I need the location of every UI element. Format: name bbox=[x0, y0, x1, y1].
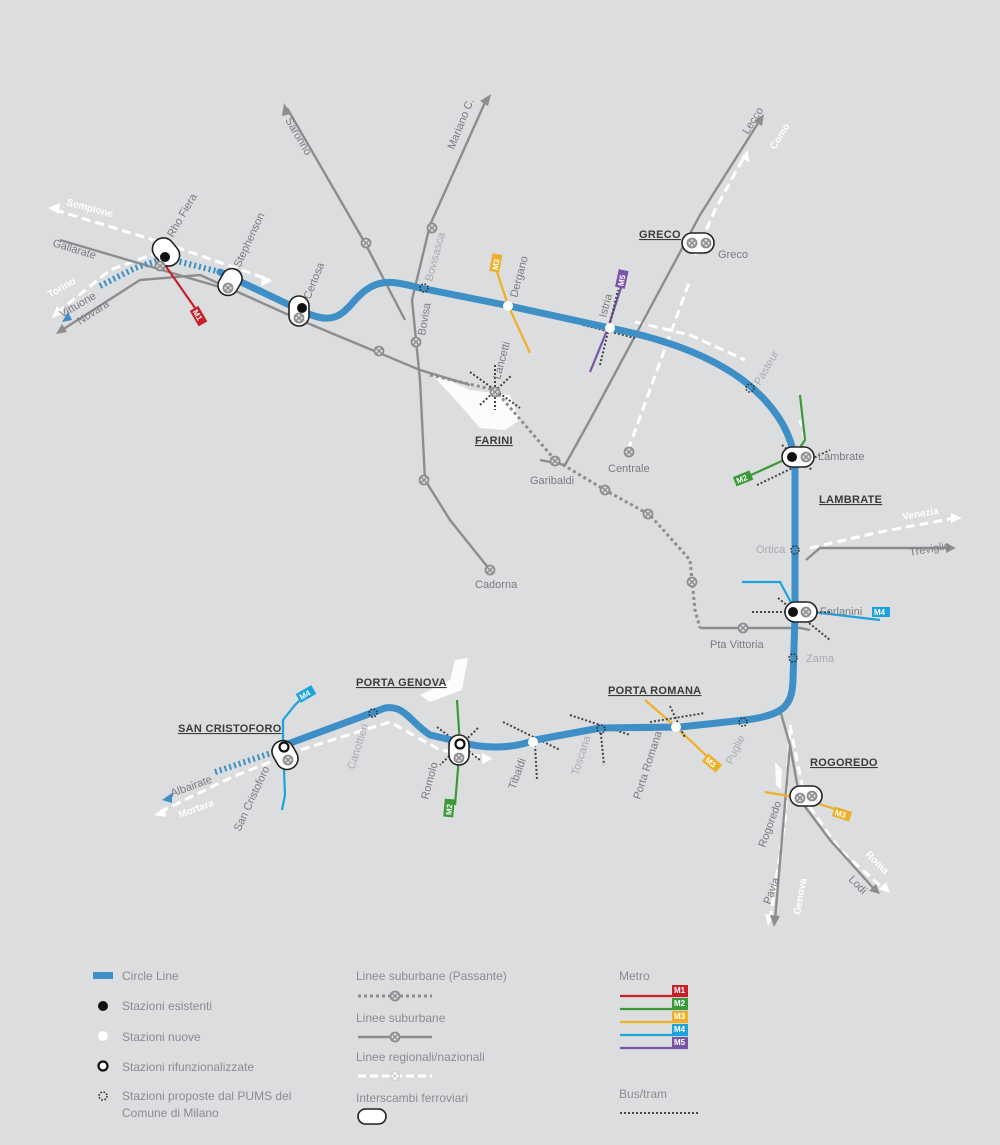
badge-m2-romolo: M2 bbox=[444, 803, 454, 815]
legend-suburban: Linee suburbane bbox=[356, 1011, 446, 1025]
station-lambrate: Lambrate bbox=[818, 451, 864, 463]
legend-m2: M2 bbox=[674, 999, 686, 1008]
dir-genova: Genova bbox=[792, 877, 809, 915]
station-toscana: Toscana bbox=[569, 733, 593, 777]
legend-bus-tram: Bus/tram bbox=[619, 1087, 667, 1101]
station-garibaldi: Garibaldi bbox=[530, 475, 574, 487]
legend-m3: M3 bbox=[674, 1012, 686, 1021]
existing-stations bbox=[160, 252, 798, 617]
station-romolo: Romolo bbox=[419, 761, 440, 801]
badge-m5: M5 bbox=[616, 274, 627, 287]
circle-line bbox=[216, 268, 799, 751]
legend-circle-line: Circle Line bbox=[122, 969, 179, 983]
station-rogoredo: Rogoredo bbox=[757, 800, 785, 850]
station-greco: Greco bbox=[718, 249, 748, 261]
station-ortica: Ortica bbox=[756, 544, 786, 556]
legend-m5: M5 bbox=[674, 1038, 686, 1047]
legend-m4: M4 bbox=[674, 1025, 686, 1034]
station-dergano: Dergano bbox=[508, 255, 531, 299]
dir-gallarate: Gallarate bbox=[51, 237, 97, 262]
legend-passante: Linee suburbane (Passante) bbox=[356, 969, 507, 983]
suburban-arrows bbox=[56, 94, 956, 927]
station-cadorna: Cadorna bbox=[475, 579, 518, 591]
dir-mortara: Mortara bbox=[177, 798, 216, 821]
badge-m4-forlanini: M4 bbox=[874, 608, 886, 617]
suburban-stations bbox=[154, 222, 818, 804]
regional-arrows bbox=[48, 150, 962, 926]
proposed-stations bbox=[368, 283, 800, 734]
station-bovisa: Bovisa bbox=[416, 301, 434, 336]
station-forlanini: Forlanini bbox=[820, 606, 862, 618]
hub-porta-genova: PORTA GENOVA bbox=[356, 677, 447, 689]
passante-line bbox=[429, 373, 702, 629]
legend-refurbished: Stazioni rifunzionalizzate bbox=[122, 1060, 254, 1074]
legend-interchange: Interscambi ferroviari bbox=[356, 1091, 468, 1105]
station-canottieri: Canottieri bbox=[345, 722, 371, 770]
station-lancetti: Lancetti bbox=[491, 340, 513, 380]
dir-mariano: Mariano C. bbox=[446, 97, 477, 151]
station-porta-romana: Porta Romana bbox=[631, 729, 665, 801]
dir-saronno: Saronno bbox=[282, 116, 313, 158]
dir-pavia: Pavia bbox=[762, 875, 783, 906]
circle-line-arrows bbox=[62, 312, 172, 803]
rail-yards bbox=[420, 372, 782, 790]
hub-greco: GRECO bbox=[639, 229, 681, 241]
hub-san-cristoforo: SAN CRISTOFORO bbox=[178, 723, 282, 735]
refurbished-stations bbox=[278, 738, 466, 753]
station-stephenson: Stephenson bbox=[232, 211, 268, 269]
station-pasteur: Pasteur bbox=[752, 348, 782, 387]
dir-torino: Torino bbox=[46, 276, 78, 301]
station-zama: Zama bbox=[806, 653, 835, 665]
badge-m2-lambrate: M2 bbox=[735, 473, 749, 486]
legend-m1: M1 bbox=[674, 986, 686, 995]
station-puglie: Puglie bbox=[724, 733, 748, 766]
circle-line-extensions bbox=[98, 255, 281, 775]
legend-proposed-1: Stazioni proposte dal PUMS del bbox=[122, 1089, 291, 1103]
dir-lodi: Lodi bbox=[846, 874, 869, 897]
legend: Circle Line Stazioni esistenti Stazioni … bbox=[93, 969, 698, 1125]
legend-regional: Linee regionali/nazionali bbox=[356, 1050, 485, 1064]
legend-proposed-2: Comune di Milano bbox=[122, 1106, 219, 1120]
legend-new: Stazioni nuove bbox=[122, 1030, 201, 1044]
station-certosa: Certosa bbox=[302, 260, 328, 301]
hub-farini: FARINI bbox=[475, 435, 513, 447]
dir-treviglio: Treviglio bbox=[908, 540, 951, 559]
dir-como: Como bbox=[768, 122, 792, 152]
station-pta-vittoria: Pta Vittoria bbox=[710, 639, 764, 651]
hub-lambrate: LAMBRATE bbox=[819, 494, 882, 506]
legend-metro: Metro bbox=[619, 969, 650, 983]
new-stations bbox=[503, 301, 681, 747]
badge-m3-dergano: M3 bbox=[491, 258, 502, 271]
station-tibaldi: Tibaldi bbox=[507, 757, 529, 791]
hub-rogoredo: ROGOREDO bbox=[810, 757, 878, 769]
station-rho-fiera: Rho Fiera bbox=[165, 191, 200, 240]
legend-existing: Stazioni esistenti bbox=[122, 999, 212, 1013]
badge-m3-rogoredo: M3 bbox=[834, 808, 848, 820]
station-centrale: Centrale bbox=[608, 463, 650, 475]
hub-porta-romana: PORTA ROMANA bbox=[608, 685, 701, 697]
